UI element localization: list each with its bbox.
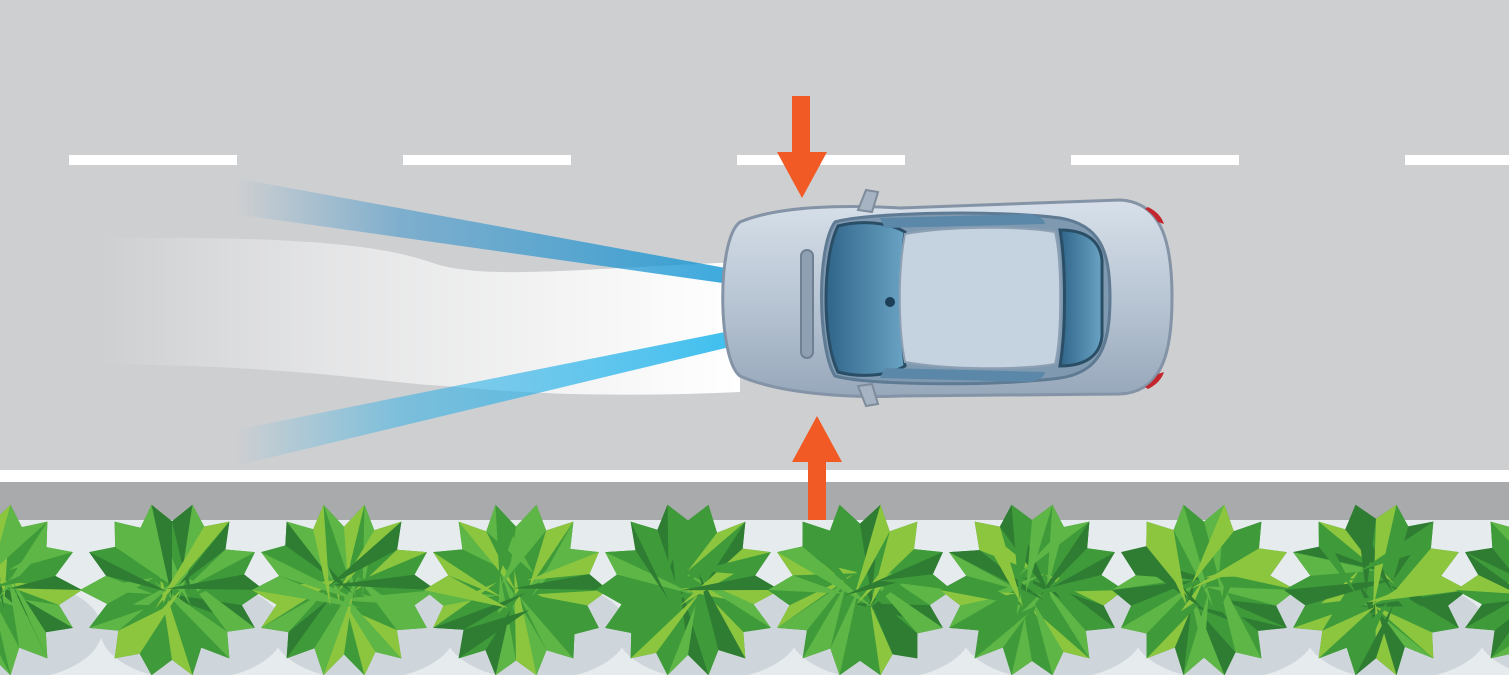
side-window-lower: [880, 368, 1045, 382]
bush: [940, 504, 1144, 675]
car: [721, 188, 1174, 408]
taillight-upper: [1145, 207, 1164, 224]
bush: [1112, 504, 1316, 675]
lane-dash: [1071, 155, 1239, 165]
lane-dash: [403, 155, 571, 165]
mirror-lower: [856, 382, 880, 408]
bottom-arrow-icon: [792, 416, 842, 520]
roof: [898, 226, 1062, 370]
windshield: [824, 221, 907, 377]
lane-dash: [69, 155, 237, 165]
taillight-lower: [1145, 372, 1164, 389]
bush: [596, 504, 800, 675]
side-window-upper: [880, 214, 1045, 228]
rear-window: [1058, 228, 1104, 368]
mirror-upper: [856, 188, 880, 214]
bush: [252, 504, 456, 675]
bush: [0, 504, 102, 675]
camera-icon: [885, 297, 895, 307]
bush-row: [0, 504, 1509, 675]
bush: [1456, 521, 1509, 669]
bush: [424, 504, 628, 675]
top-arrow-icon: [777, 96, 827, 198]
curb: [0, 482, 1509, 520]
headlight-beam: [98, 237, 740, 395]
bush: [80, 504, 284, 675]
bush: [768, 504, 972, 675]
edge-line: [0, 470, 1509, 482]
bush: [1284, 504, 1488, 675]
hood-vent: [800, 249, 814, 359]
lane-dash: [1405, 155, 1509, 165]
